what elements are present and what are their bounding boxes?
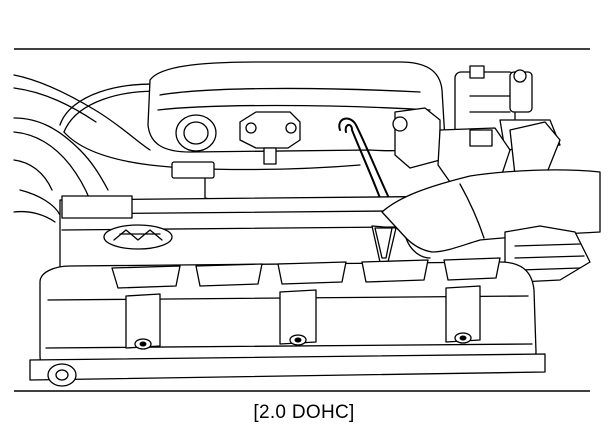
right-bracket-assembly	[392, 107, 561, 183]
figure-caption: [2.0 DOHC]	[253, 402, 355, 423]
cable-connector	[171, 161, 215, 201]
intake-plenum	[147, 61, 446, 153]
right-lower-machinery	[504, 225, 591, 283]
cover-bottom-lip	[29, 353, 546, 387]
breather-hose	[338, 117, 389, 199]
engine-line-drawing	[13, 48, 601, 392]
sensor-bracket	[239, 111, 301, 165]
plenum-port	[175, 114, 217, 152]
cover-bolts	[134, 332, 472, 350]
left-hoses	[13, 74, 151, 223]
head-emblem	[103, 224, 173, 250]
rocker-cover	[39, 257, 537, 373]
